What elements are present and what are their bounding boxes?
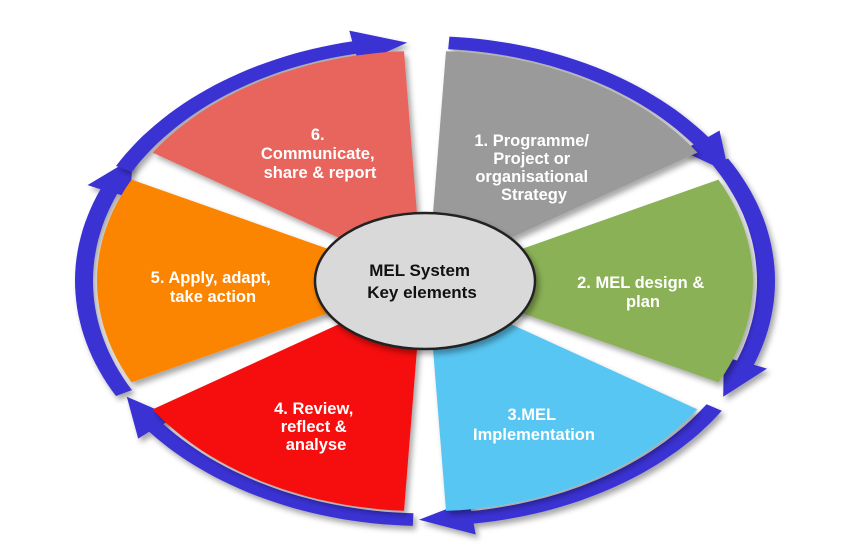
implementation-line-1: 3.MEL (508, 406, 557, 424)
segment-strategy (428, 51, 698, 276)
segment-label-design: 2. MEL design & plan (577, 274, 709, 311)
segment-label-implementation: 3.MEL Implementation (473, 406, 595, 444)
center-circle (313, 211, 537, 351)
segment-label-apply: 5. Apply, adapt, take action (151, 269, 276, 306)
segment-design (431, 179, 753, 383)
cycle-arrow-2 (712, 158, 775, 397)
segment-label-review: 4. Review, reflect & analyse (274, 400, 358, 454)
center-line-2: Key elements (367, 283, 477, 302)
segment-label-communicate: 6. Communicate, share & report (261, 126, 379, 182)
segment-review (152, 286, 422, 511)
design-line-1: 2. MEL design & (577, 274, 704, 292)
segment-apply (97, 179, 419, 383)
apply-line-1: 5. Apply, adapt, (151, 269, 271, 287)
design-line-2: plan (626, 293, 660, 311)
strategy-line-1: 1. Programme/ (474, 132, 589, 150)
segment-label-strategy: 1. Programme/ Project or organisational … (474, 132, 593, 204)
strategy-line-4: Strategy (501, 186, 568, 204)
segments (97, 51, 753, 511)
communicate-line-3: share & report (264, 164, 377, 182)
implementation-line-2: Implementation (473, 426, 595, 444)
apply-line-2: take action (170, 288, 256, 306)
strategy-line-2: Project or (493, 150, 571, 168)
segment-implement (428, 286, 698, 511)
cycle-arrow-1 (448, 36, 729, 173)
review-line-1: 4. Review, (274, 400, 353, 418)
segment-communicate (152, 51, 422, 276)
cycle-arrow-3 (419, 404, 722, 535)
cycle-arrow-6 (116, 30, 408, 172)
center-title: MEL System Key elements (367, 261, 477, 302)
segment-labels: 1. Programme/ Project or organisational … (151, 126, 709, 454)
center-hub: MEL System Key elements (313, 211, 537, 351)
center-line-1: MEL System (369, 261, 470, 280)
communicate-line-2: Communicate, (261, 145, 375, 163)
cycle-arrow-5 (75, 158, 133, 396)
communicate-line-1: 6. (311, 126, 325, 144)
review-line-2: reflect & (281, 418, 347, 436)
review-line-3: analyse (286, 436, 347, 454)
strategy-line-3: organisational (475, 168, 588, 186)
